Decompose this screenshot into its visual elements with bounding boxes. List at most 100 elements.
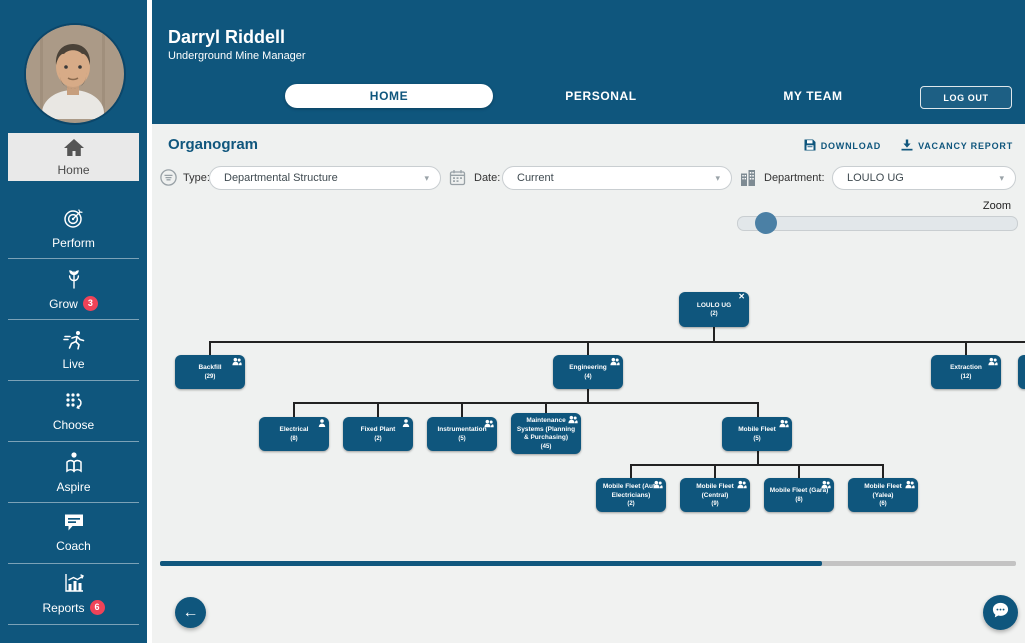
type-dropdown[interactable]: Departmental Structure ▾ xyxy=(209,166,441,190)
node-count: (29) xyxy=(204,373,216,380)
sidebar-item-choose[interactable]: Choose xyxy=(8,381,139,442)
node-label: Mobile Fleet xyxy=(738,426,776,434)
date-dropdown[interactable]: Current ▾ xyxy=(502,166,732,190)
chat-button[interactable] xyxy=(983,595,1018,630)
sidebar-item-label: Perform xyxy=(52,235,95,250)
people-icon xyxy=(232,357,242,366)
orgchart-node-fixed-plant[interactable]: Fixed Plant (2) xyxy=(343,417,413,451)
bar-chart-icon xyxy=(63,573,85,596)
zoom-label: Zoom xyxy=(982,200,1011,212)
people-icon xyxy=(905,480,915,489)
people-icon xyxy=(484,419,494,428)
logout-button[interactable]: LOG OUT xyxy=(920,86,1012,109)
avatar xyxy=(24,23,126,125)
connector-line xyxy=(965,341,967,355)
node-label: Electrical xyxy=(279,426,309,434)
footer-strip xyxy=(152,570,1025,643)
sidebar-item-label: Home xyxy=(57,162,90,177)
node-count: (5) xyxy=(753,435,761,442)
orgchart-node-extraction[interactable]: Extraction (12) xyxy=(931,355,1001,389)
grow-notification-badge: 3 xyxy=(82,296,98,311)
sidebar-item-reports[interactable]: Reports 6 xyxy=(8,564,139,625)
orgchart-node-mf-gara[interactable]: Mobile Fleet (Gara) (8) xyxy=(764,478,834,512)
node-label: LOULO UG xyxy=(696,301,732,309)
sidebar-item-label: Live xyxy=(62,356,85,371)
orgchart-node-partial[interactable] xyxy=(1018,355,1025,389)
connector-line xyxy=(377,402,379,417)
sidebar-nav-list: Perform Grow 3 xyxy=(8,198,139,625)
sidebar-item-live[interactable]: Live xyxy=(8,320,139,381)
tab-home[interactable]: HOME xyxy=(285,84,493,108)
people-icon xyxy=(988,357,998,366)
node-count: (9) xyxy=(711,500,719,507)
node-label: Mobile Fleet (Auto Electricians) xyxy=(602,483,660,499)
vacancy-report-button[interactable]: VACANCY REPORT xyxy=(901,139,1013,153)
node-label: Fixed Plant xyxy=(360,426,396,434)
tab-personal[interactable]: PERSONAL xyxy=(565,89,637,103)
download-button[interactable]: DOWNLOAD xyxy=(804,139,881,153)
orgchart-node-electrical[interactable]: Electrical (8) xyxy=(259,417,329,451)
date-filter-label: Date: xyxy=(474,172,501,184)
back-button[interactable]: ← xyxy=(175,597,206,628)
speech-bubble-icon xyxy=(63,513,85,535)
orgchart-node-mf-central[interactable]: Mobile Fleet (Central) (9) xyxy=(680,478,750,512)
horizontal-scrollbar[interactable] xyxy=(160,561,1016,566)
connector-line xyxy=(713,327,715,341)
orgchart-node-loulo-ug[interactable]: ✕ LOULO UG (2) xyxy=(679,292,749,327)
avatar-photo xyxy=(26,25,120,123)
user-job-title: Underground Mine Manager xyxy=(168,50,306,62)
sidebar-item-coach[interactable]: Coach xyxy=(8,503,139,564)
connector-line xyxy=(757,450,759,464)
orgchart-node-backfill[interactable]: Backfill (29) xyxy=(175,355,245,389)
person-icon xyxy=(318,419,326,427)
orgchart-node-engineering[interactable]: Engineering (4) xyxy=(553,355,623,389)
zoom-slider-track[interactable] xyxy=(737,212,1018,234)
node-label: Maintenance Systems (Planning & Purchasi… xyxy=(516,417,576,442)
node-label: Mobile Fleet (Gara) xyxy=(769,487,829,495)
vacancy-report-label: VACANCY REPORT xyxy=(918,141,1013,151)
filter-icon xyxy=(160,169,177,191)
sidebar-item-perform[interactable]: Perform xyxy=(8,198,139,259)
orgchart-node-mf-yalea[interactable]: Mobile Fleet (Yalea) (6) xyxy=(848,478,918,512)
sidebar-item-aspire[interactable]: Aspire xyxy=(8,442,139,503)
department-dropdown-value: LOULO UG xyxy=(847,172,904,184)
orgchart-node-instrumentation[interactable]: Instrumentation (5) xyxy=(427,417,497,451)
sidebar-item-label: Reports xyxy=(42,600,85,615)
node-count: (4) xyxy=(584,373,592,380)
connector-line xyxy=(630,464,884,466)
wheat-icon xyxy=(65,267,83,292)
close-icon[interactable]: ✕ xyxy=(738,292,745,301)
sidebar-item-grow[interactable]: Grow 3 xyxy=(8,259,139,320)
tab-my-team[interactable]: MY TEAM xyxy=(783,89,843,103)
node-label: Engineering xyxy=(569,364,607,372)
target-icon xyxy=(63,207,85,232)
person-icon xyxy=(402,419,410,427)
chat-bubble-icon xyxy=(991,601,1010,625)
back-arrow-icon: ← xyxy=(182,603,199,621)
page-title: Organogram xyxy=(168,136,259,153)
people-icon xyxy=(779,419,789,428)
horizontal-scrollbar-thumb[interactable] xyxy=(160,561,822,566)
orgchart-node-maintenance-systems[interactable]: Maintenance Systems (Planning & Purchasi… xyxy=(511,413,581,454)
node-label: Mobile Fleet (Yalea) xyxy=(864,483,902,499)
node-count: (45) xyxy=(540,443,552,450)
date-dropdown-value: Current xyxy=(517,172,554,184)
node-count: (5) xyxy=(458,435,466,442)
orgchart-node-mobile-fleet[interactable]: Mobile Fleet (5) xyxy=(722,417,792,451)
connector-line xyxy=(545,402,547,413)
type-dropdown-value: Departmental Structure xyxy=(224,172,338,184)
zoom-slider-handle[interactable] xyxy=(755,212,777,234)
node-count: (2) xyxy=(627,500,635,507)
connector-line xyxy=(630,464,632,478)
sidebar-item-home[interactable]: Home xyxy=(8,133,139,181)
connector-line xyxy=(587,389,589,402)
node-count: (2) xyxy=(710,311,718,318)
orgchart-node-mf-auto-electricians[interactable]: Mobile Fleet (Auto Electricians) (2) xyxy=(596,478,666,512)
connector-line xyxy=(714,464,716,478)
runner-icon xyxy=(62,330,86,353)
department-dropdown[interactable]: LOULO UG ▾ xyxy=(832,166,1016,190)
download-label: DOWNLOAD xyxy=(820,141,882,151)
chevron-down-icon: ▾ xyxy=(715,172,720,183)
node-label: Mobile Fleet (Central) xyxy=(696,483,734,499)
